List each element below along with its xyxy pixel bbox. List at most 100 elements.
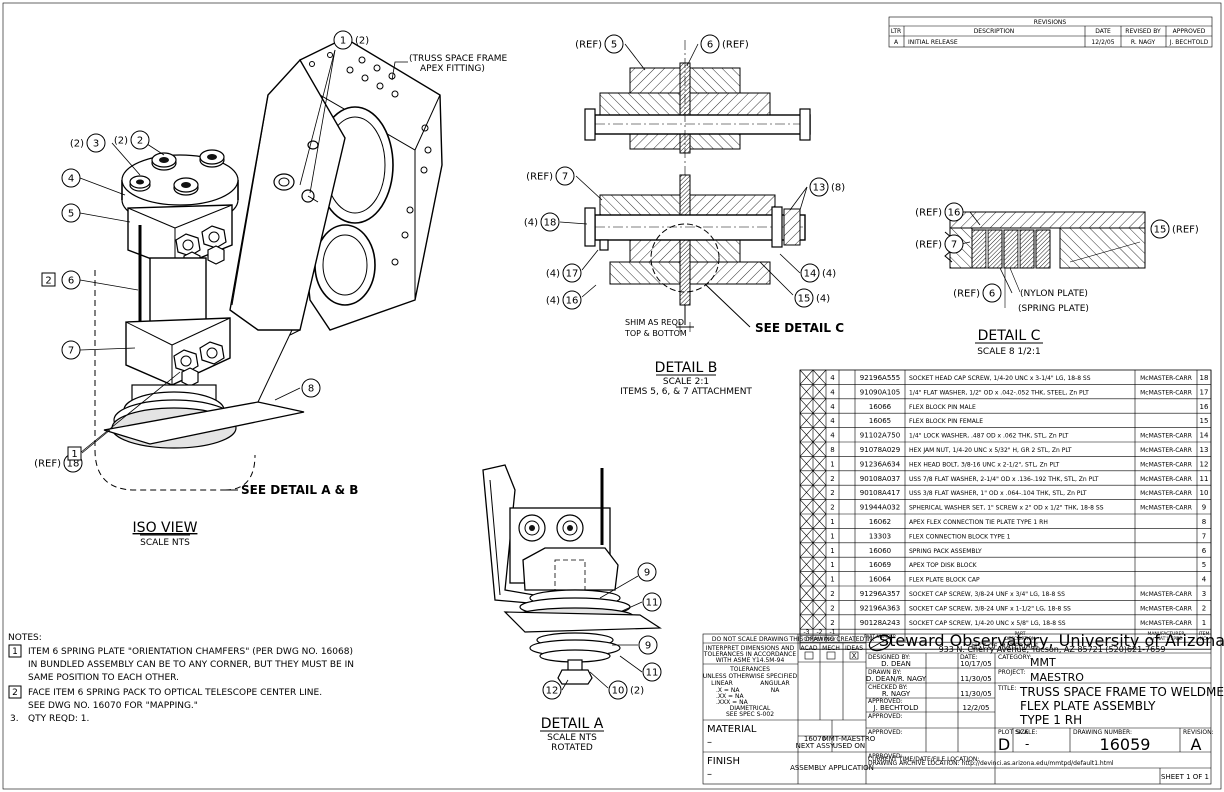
detail-a-rotated: ROTATED — [551, 743, 593, 753]
bom-part-number: 90108A037 — [860, 475, 900, 483]
approved-label: APPROVED: — [868, 698, 903, 705]
cad-acad: ACAD — [801, 645, 818, 652]
material-label: MATERIAL — [707, 724, 757, 735]
approved-by: J. BECHTOLD — [873, 704, 919, 712]
bom-manufacturer: McMASTER-CARR — [1140, 461, 1192, 468]
balloon-suffix: (8) — [831, 183, 845, 194]
item-balloon: 11 — [642, 662, 662, 682]
note-line: QTY REQD: 1. — [28, 714, 89, 724]
balloon-label: 11 — [646, 668, 659, 679]
bom-description: FLEX BLOCK PIN FEMALE — [909, 418, 983, 425]
balloon-label: 4 — [68, 174, 74, 185]
interpret-note: INTERPRET DIMENSIONS AND — [706, 645, 795, 652]
bom-item-number: 12 — [1200, 460, 1209, 468]
bom-qty: 4 — [830, 403, 835, 411]
balloon-label: 8 — [308, 384, 314, 395]
rev-cell: 12/2/05 — [1091, 39, 1114, 46]
balloon-suffix: (4) — [822, 269, 836, 280]
balloon-label: 3 — [93, 139, 99, 150]
balloon-label: 11 — [646, 598, 659, 609]
used-on-value: MMT-MAESTRO — [823, 735, 876, 743]
rev-header: REVISED BY — [1125, 28, 1161, 35]
item-balloon: 9 — [637, 562, 657, 582]
balloon-label: 18 — [544, 218, 557, 229]
observatory-logo — [868, 634, 892, 652]
bom-qty: 2 — [830, 489, 834, 497]
item-balloon: 8 — [301, 378, 321, 398]
balloon-prefix: (2) — [70, 139, 84, 150]
rev-header: APPROVED — [1173, 28, 1206, 35]
category-label: CATEGORY: — [998, 654, 1031, 661]
balloon-label: 16 — [566, 296, 579, 307]
balloon-label: 2 — [137, 136, 143, 147]
title-line: FLEX PLATE ASSEMBLY — [1020, 699, 1156, 713]
item-balloon: 16(REF) — [915, 202, 964, 222]
angular-label: ANGULAR — [760, 680, 789, 687]
flag-label: 1 — [71, 449, 77, 460]
shim-note: SHIM AS REQD — [625, 318, 684, 327]
archive-location: DRAWING ARCHIVE LOCATION: http://devinci… — [868, 760, 1114, 767]
tie-plate — [229, 58, 346, 336]
bom-manufacturer: McMASTER-CARR — [1140, 620, 1192, 627]
detail-b-drawing — [584, 40, 811, 332]
bom-description: FLEX BLOCK PIN MALE — [909, 404, 976, 411]
diametrical-label: DIAMETRICAL — [730, 705, 771, 712]
bom-item-number: 18 — [1200, 374, 1209, 382]
bom-qty: 2 — [830, 504, 834, 512]
linear-label: LINEAR — [711, 680, 733, 687]
balloon-prefix: (REF) — [34, 459, 61, 470]
item-balloon: 9 — [638, 635, 658, 655]
bom-description: SOCKET CAP SCREW, 3/8-24 UNF x 3/4" LG, … — [909, 591, 1065, 598]
detail-b-scale: SCALE 2:1 — [663, 377, 709, 387]
bom-mfr-header: or MAT'L SPEC — [1150, 636, 1182, 642]
item-balloon: 2 (2) — [114, 130, 150, 150]
iso-title: ISO VIEW — [133, 520, 198, 536]
bom-part-number: 13303 — [869, 532, 891, 540]
bom-qty: 4 — [830, 417, 835, 425]
balloon-prefix: (REF) — [526, 172, 553, 183]
bom-item-number: 6 — [1202, 547, 1207, 555]
balloon-label: 16 — [948, 208, 961, 219]
iso-scale: SCALE NTS — [140, 538, 190, 548]
cad-checkbox-ideas — [849, 651, 859, 660]
bom-qty: 4 — [830, 374, 835, 382]
balloon-prefix: (2) — [114, 136, 128, 147]
item-balloon: 1 (2) — [333, 30, 369, 50]
detail-c-drawing — [944, 211, 1146, 308]
balloon-prefix: (REF) — [575, 40, 602, 51]
note-line: ITEM 6 SPRING PLATE "ORIENTATION CHAMFER… — [28, 647, 353, 657]
bom-dash: -2 — [817, 629, 823, 636]
balloon-suffix: (2) — [630, 686, 644, 697]
approved-date: 12/2/05 — [963, 704, 990, 712]
balloon-label: 1 — [340, 36, 346, 47]
bom-description: HEX HEAD BOLT, 3/8-16 UNC x 2-1/2", STL,… — [909, 461, 1060, 468]
shim-note: TOP & BOTTOM — [624, 329, 687, 338]
drawn-date: 11/30/05 — [960, 675, 991, 683]
bom-qty: 4 — [830, 388, 835, 396]
detail-c-title: DETAIL C — [978, 328, 1041, 344]
balloon-label: 7 — [562, 172, 568, 183]
rev-cell: INITIAL RELEASE — [908, 39, 958, 46]
balloons: 1(2)2(2)3(2)45627818(REF)5(REF)6(REF)7(R… — [34, 30, 1199, 700]
project-label: PROJECT: — [998, 669, 1025, 676]
plot-size-label: PLOT SIZE — [998, 729, 1029, 736]
cad-checkbox-mech — [826, 651, 836, 660]
designed-by-label: DESIGNED BY: — [868, 654, 910, 661]
used-on-label: USED ON — [833, 742, 865, 750]
unless-label: UNLESS OTHERWISE SPECIFIED — [703, 673, 798, 680]
cad-ideas: IDEAS — [845, 645, 863, 652]
balloon-suffix: (2) — [355, 36, 369, 47]
created-in-label: THIS DRAWING CREATED IN: — [789, 636, 875, 643]
revisions-title: REVISIONS — [1034, 19, 1067, 26]
bom-desc-header: DESCRIPTION — [1005, 636, 1035, 642]
revisions-table: REVISIONS LTR DESCRIPTION DATE REVISED B… — [888, 16, 1213, 48]
balloon-prefix: (4) — [546, 296, 560, 307]
bom-part-number: 91296A357 — [860, 590, 900, 598]
truss-callout: (TRUSS SPACE FRAME — [409, 54, 508, 64]
